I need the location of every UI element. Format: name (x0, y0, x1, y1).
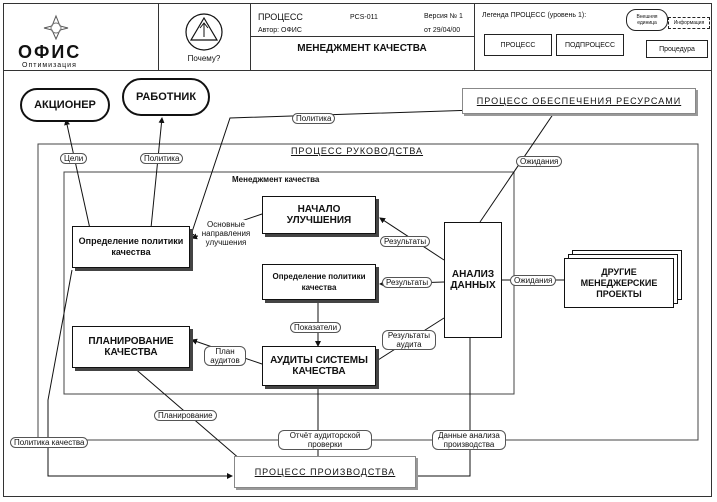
page-title: МЕНЕДЖМЕНТ КАЧЕСТВА (297, 43, 427, 54)
label-indicators: Показатели (290, 322, 342, 333)
label-plan-audits: План аудитов (204, 346, 246, 366)
header-row-divider (250, 36, 474, 37)
label-expectations-top: Ожидания (516, 156, 563, 167)
define-policy-left-box[interactable]: Определение политики качества (72, 226, 190, 268)
label-main-directions: Основные направления улучшения (198, 220, 254, 247)
label-goals: Цели (60, 153, 88, 164)
audits-box[interactable]: АУДИТЫ СИСТЕМЫ КАЧЕСТВА (262, 346, 376, 386)
resource-process[interactable]: ПРОЦЕСС ОБЕСПЕЧЕНИЯ РЕСУРСАМИ (462, 88, 696, 114)
other-projects-box[interactable]: ДРУГИЕ МЕНЕДЖЕРСКИЕ ПРОЕКТЫ (564, 258, 674, 308)
legend-title: Легенда ПРОЦЕСС (уровень 1): (482, 12, 587, 19)
header-col-divider (158, 3, 159, 70)
management-process[interactable]: ПРОЦЕСС РУКОВОДСТВА (272, 146, 442, 160)
shareholder-entity: АКЦИОНЕР (20, 88, 110, 122)
process-label: ПРОЦЕСС (258, 12, 303, 22)
legend-subprocess: ПОДПРОЦЕСС (556, 34, 624, 56)
label-results-audit: Результаты аудита (382, 330, 436, 350)
start-improvement-box[interactable]: НАЧАЛО УЛУЧШЕНИЯ (262, 196, 376, 234)
label-expectations-right: Ожидания (510, 275, 557, 286)
label-policy-mid: Политика (140, 153, 184, 164)
label-policy-top: Политика (292, 113, 336, 124)
define-policy-center-box[interactable]: Определение политики качества (262, 264, 376, 300)
legend-external: Внешняя единица (626, 9, 668, 31)
legend-procedure: Процедура (646, 40, 708, 58)
data-analysis-box[interactable]: АНАЛИЗ ДАННЫХ (444, 222, 502, 338)
logo-subtitle: Оптимизация (22, 62, 77, 69)
why-icon (185, 13, 223, 51)
label-analysis-data: Данные анализа производства (432, 430, 506, 450)
label-audit-report: Отчёт аудиторской проверки (278, 430, 372, 450)
worker-entity: РАБОТНИК (122, 78, 210, 116)
logo-icon (42, 14, 70, 41)
legend-info: Информация (668, 17, 710, 29)
why-label: Почему? (187, 54, 221, 63)
label-results-2: Результаты (382, 277, 433, 288)
header-divider (3, 70, 712, 71)
version: Версия № 1 (424, 13, 463, 20)
date: от 29/04/00 (424, 27, 461, 34)
process-code: PCS-011 (350, 14, 378, 21)
planning-box[interactable]: ПЛАНИРОВАНИЕ КАЧЕСТВА (72, 326, 190, 368)
label-results-1: Результаты (380, 236, 431, 247)
header-col-divider (474, 3, 475, 70)
label-quality-policy: Политика качества (10, 437, 89, 448)
label-planning: Планирование (154, 410, 217, 421)
author: Автор: ОФИС (258, 27, 302, 34)
why-button[interactable]: Почему? (170, 10, 238, 66)
logo: ОФИС (18, 42, 82, 62)
page-frame (3, 3, 712, 497)
production-process[interactable]: ПРОЦЕСС ПРОИЗВОДСТВА (234, 456, 416, 488)
quality-management-title: Менеджмент качества (232, 175, 320, 184)
legend-process: ПРОЦЕСС (484, 34, 552, 56)
